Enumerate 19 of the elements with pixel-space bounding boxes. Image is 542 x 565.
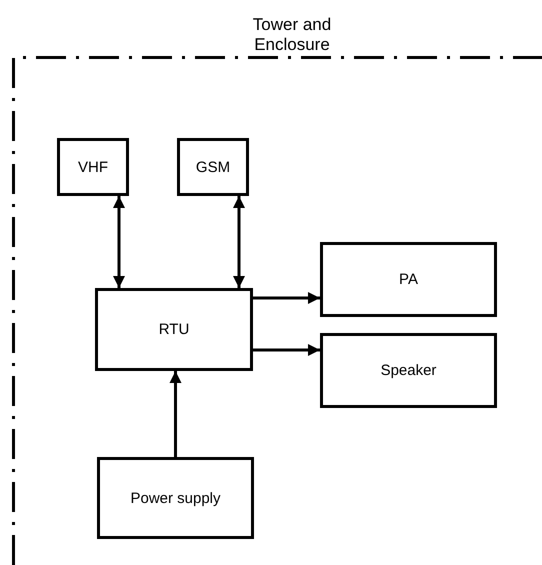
arrow — [253, 344, 320, 356]
box-label: Power supply — [130, 490, 221, 506]
arrow — [253, 292, 320, 304]
box-label: GSM — [196, 158, 230, 176]
component-box — [95, 288, 253, 371]
box-label: PA — [399, 271, 418, 288]
box-label: Speaker — [380, 362, 436, 379]
arrow — [233, 196, 245, 288]
component-box — [57, 138, 129, 196]
arrow — [170, 371, 182, 457]
box-label: RTU — [158, 321, 190, 338]
group-heading: Tower and Enclosure — [252, 15, 332, 55]
enclosure-boundary — [12, 15, 542, 565]
component-box — [177, 138, 249, 196]
box-label: VHF — [78, 158, 108, 176]
component-box — [320, 333, 497, 408]
arrow — [113, 196, 125, 288]
component-box — [320, 242, 497, 317]
component-box — [97, 457, 254, 539]
